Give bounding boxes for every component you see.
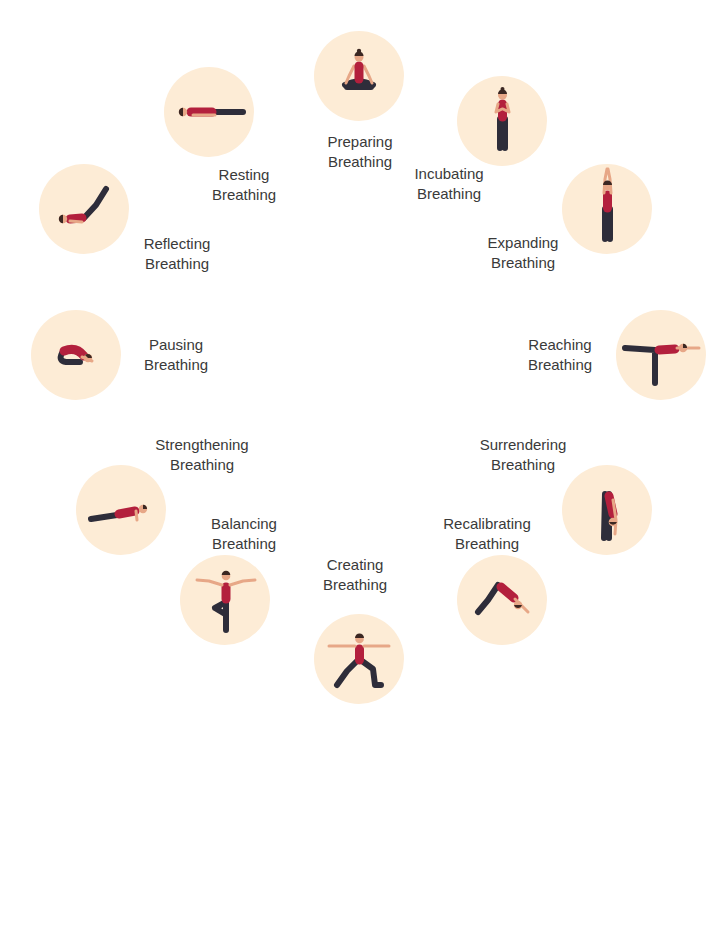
seated-figure — [345, 49, 373, 87]
pose-node: Pausing Breathing — [31, 310, 121, 400]
forward-fold-figure — [604, 494, 617, 538]
pose-label: Pausing Breathing — [144, 335, 208, 375]
pose-node: Balancing Breathing — [180, 555, 270, 645]
pose-label: Recalibrating Breathing — [443, 514, 531, 554]
pose-node: Reflecting Breathing — [39, 164, 129, 254]
pose-node: Strengthening Breathing — [76, 465, 166, 555]
pose-circles — [31, 31, 706, 704]
pose-label: Incubating Breathing — [414, 164, 483, 204]
pose-label: Creating Breathing — [323, 555, 387, 595]
pose-node: Surrendering Breathing — [562, 465, 652, 555]
pose-node: Preparing Breathing — [314, 31, 404, 121]
legs-up-figure — [59, 189, 106, 223]
warrior-two-figure — [329, 634, 389, 686]
pose-node: Recalibrating Breathing — [457, 555, 547, 645]
pose-node: Creating Breathing — [314, 614, 404, 704]
pose-label: Expanding Breathing — [488, 233, 559, 273]
pose-label: Surrendering Breathing — [480, 435, 567, 475]
pose-node: Expanding Breathing — [562, 164, 652, 254]
pose-label: Reaching Breathing — [528, 335, 592, 375]
pose-label: Balancing Breathing — [211, 514, 277, 554]
lying-figure — [179, 108, 243, 116]
pose-node: Incubating Breathing — [457, 76, 547, 166]
childs-pose-figure — [61, 349, 93, 362]
pose-label: Resting Breathing — [212, 165, 276, 205]
tree-pose-figure — [197, 571, 255, 630]
pose-node: Resting Breathing — [164, 67, 254, 157]
standing-prayer-figure — [496, 87, 509, 148]
pose-label: Reflecting Breathing — [144, 234, 211, 274]
pose-label: Preparing Breathing — [327, 132, 392, 172]
downward-dog-figure — [478, 585, 528, 612]
pose-node: Reaching Breathing — [616, 310, 706, 400]
pose-label: Strengthening Breathing — [155, 435, 248, 475]
arms-up-figure — [603, 169, 612, 239]
warrior-three-figure — [625, 344, 699, 383]
plank-figure — [91, 505, 147, 520]
